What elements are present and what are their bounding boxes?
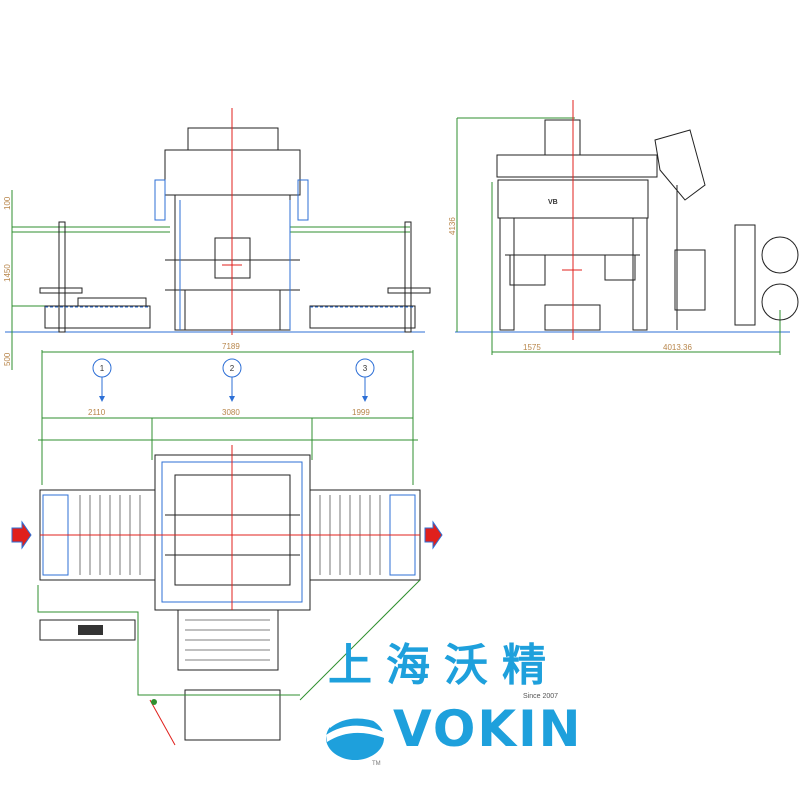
section-marker-3-label: 3 (363, 364, 368, 373)
dim-4136: 4136 (448, 217, 457, 235)
section-marker-1: 1 (92, 358, 112, 402)
logo-trademark: TM (372, 761, 381, 767)
front-view: 100 1450 500 (3, 108, 431, 370)
dim-1575: 1575 (523, 343, 541, 352)
side-view: 4136 1575 4013.36 VB (448, 100, 799, 355)
section-marker-1-label: 1 (100, 364, 105, 373)
outfeed-arrow-icon (424, 520, 443, 550)
logo-since: Since 2007 (523, 693, 559, 700)
dim-section-3: 1999 (352, 408, 370, 417)
dim-500: 500 (3, 352, 12, 366)
dim-1450: 1450 (3, 264, 12, 282)
section-marker-2-label: 2 (230, 364, 235, 373)
dim-4013: 4013.36 (663, 343, 692, 352)
logo-chinese-name: 上海沃精 (328, 640, 560, 691)
dim-section-2: 3080 (222, 408, 240, 417)
dim-overall: 7189 (222, 342, 240, 351)
logo-brand-name: VOKIN (393, 700, 583, 758)
machine-emblem: VB (548, 199, 558, 206)
section-marker-2: 2 (222, 358, 242, 402)
section-marker-3: 3 (355, 358, 375, 402)
dim-100: 100 (3, 196, 12, 210)
dim-section-1: 2110 (88, 408, 106, 417)
infeed-arrow-icon (11, 520, 32, 550)
plan-view: 7189 2110 3080 1999 1 2 3 (11, 342, 443, 746)
vokin-logo-mark (326, 711, 384, 760)
